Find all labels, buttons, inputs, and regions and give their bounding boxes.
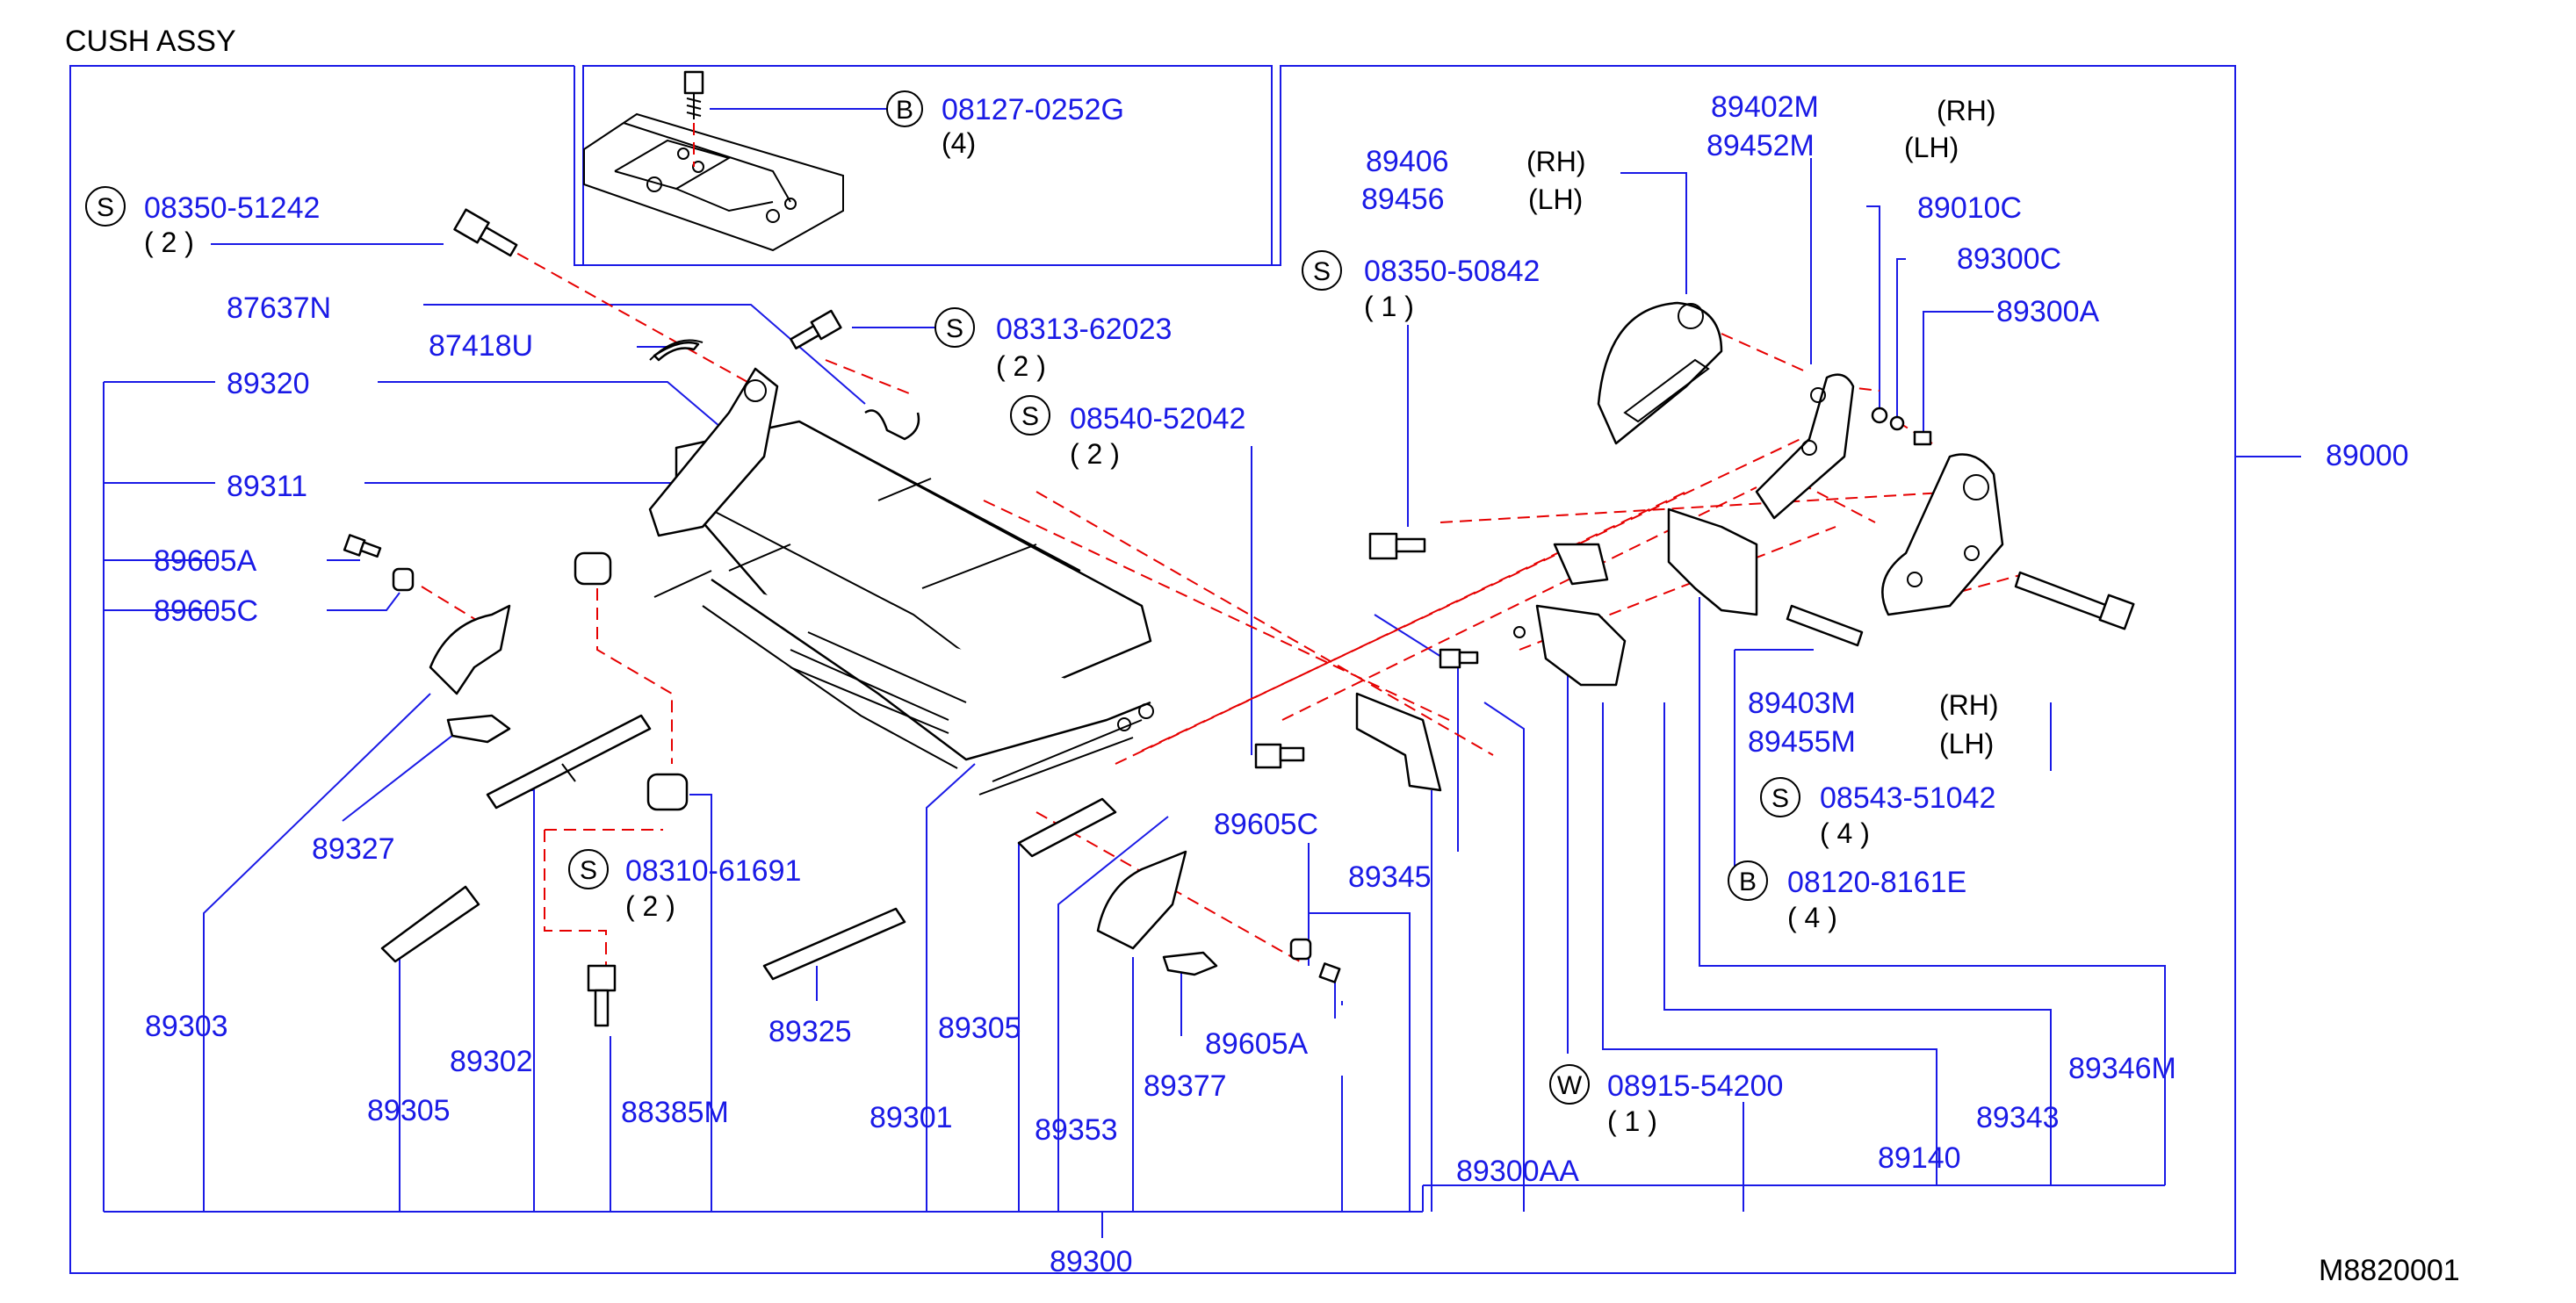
screw-symbol-icon bbox=[568, 849, 609, 889]
label-89301: 89301 bbox=[869, 1101, 953, 1134]
label-08310-61691: 08310-61691 bbox=[625, 854, 801, 888]
symbol-08350-51242: S bbox=[85, 186, 126, 227]
qty-08350-51242: ( 2 ) bbox=[144, 227, 194, 258]
label-89320: 89320 bbox=[227, 367, 310, 400]
label-08127-0252G: 08127-0252G bbox=[942, 93, 1124, 126]
label-89452M: 89452M bbox=[1707, 129, 1815, 162]
qty-08310-61691: ( 2 ) bbox=[625, 890, 675, 922]
inset-bracket-drawing bbox=[583, 70, 889, 252]
svg-text:S: S bbox=[1021, 402, 1039, 431]
label-89402M: 89402M bbox=[1711, 90, 1819, 124]
symbol-08120-8161E: B bbox=[1728, 860, 1768, 901]
label-89605C-right: 89605C bbox=[1214, 808, 1318, 841]
symbol-08540-52042: S bbox=[1010, 395, 1050, 436]
label-89403M: 89403M bbox=[1748, 687, 1856, 720]
svg-text:S: S bbox=[946, 314, 963, 343]
symbol-08350-50842: S bbox=[1302, 250, 1342, 291]
qty-08540-52042: ( 2 ) bbox=[1070, 438, 1120, 470]
side-89402M: (RH) bbox=[1937, 95, 1996, 126]
label-08543-51042: 08543-51042 bbox=[1820, 781, 1995, 815]
side-89452M: (LH) bbox=[1904, 132, 1959, 163]
qty-08915-54200: ( 1 ) bbox=[1607, 1105, 1657, 1137]
symbol-08915-54200: W bbox=[1549, 1064, 1590, 1105]
svg-text:W: W bbox=[1557, 1071, 1583, 1100]
label-08120-8161E: 08120-8161E bbox=[1787, 866, 1966, 899]
label-89327: 89327 bbox=[312, 832, 395, 866]
assembly-dashed-lines bbox=[421, 243, 2021, 975]
label-89455M: 89455M bbox=[1748, 725, 1856, 759]
label-89311: 89311 bbox=[227, 470, 307, 503]
screw-symbol-icon bbox=[1302, 250, 1342, 291]
label-89377: 89377 bbox=[1144, 1069, 1227, 1103]
label-89346M: 89346M bbox=[2068, 1052, 2176, 1085]
label-89456: 89456 bbox=[1361, 183, 1445, 216]
bolt-symbol-icon bbox=[1728, 860, 1768, 901]
diagram-code: M8820001 bbox=[2319, 1254, 2460, 1287]
svg-text:S: S bbox=[1313, 257, 1331, 286]
label-89345: 89345 bbox=[1348, 860, 1432, 894]
symbol-08310-61691: S bbox=[568, 849, 609, 889]
qty-08127-0252G: (4) bbox=[942, 127, 976, 159]
label-89302: 89302 bbox=[450, 1045, 533, 1078]
label-89300A: 89300A bbox=[1996, 295, 2100, 328]
label-08350-50842: 08350-50842 bbox=[1364, 255, 1540, 288]
label-89000: 89000 bbox=[2326, 439, 2409, 472]
screw-symbol-icon bbox=[1010, 395, 1050, 436]
bolt-symbol-icon bbox=[886, 90, 923, 127]
label-89140: 89140 bbox=[1878, 1141, 1961, 1175]
label-89325: 89325 bbox=[768, 1015, 852, 1048]
label-89305-left: 89305 bbox=[367, 1094, 451, 1127]
label-87637N: 87637N bbox=[227, 292, 331, 325]
symbol-08543-51042: S bbox=[1760, 777, 1800, 817]
qty-08120-8161E: ( 4 ) bbox=[1787, 902, 1837, 933]
label-89605A-left: 89605A bbox=[154, 544, 257, 578]
parts-left bbox=[343, 208, 1341, 1027]
svg-text:S: S bbox=[580, 856, 597, 885]
side-89406: (RH) bbox=[1526, 146, 1586, 177]
svg-text:S: S bbox=[97, 193, 114, 222]
label-89353: 89353 bbox=[1035, 1113, 1118, 1147]
screw-symbol-icon bbox=[85, 186, 126, 227]
label-08313-62023: 08313-62023 bbox=[996, 313, 1172, 346]
label-89406: 89406 bbox=[1366, 145, 1449, 178]
qty-08313-62023: ( 2 ) bbox=[996, 350, 1046, 382]
side-89456: (LH) bbox=[1528, 184, 1583, 215]
side-89403M: (RH) bbox=[1939, 689, 1999, 721]
label-89010C: 89010C bbox=[1917, 191, 2022, 225]
qty-08350-50842: ( 1 ) bbox=[1364, 291, 1414, 322]
svg-text:B: B bbox=[1739, 867, 1757, 896]
label-08540-52042: 08540-52042 bbox=[1070, 402, 1245, 436]
screw-symbol-icon bbox=[934, 307, 975, 348]
label-89305-mid: 89305 bbox=[938, 1011, 1021, 1045]
label-89605A-right: 89605A bbox=[1205, 1027, 1309, 1061]
qty-08543-51042: ( 4 ) bbox=[1820, 817, 1870, 849]
label-08350-51242: 08350-51242 bbox=[144, 191, 320, 225]
screw-symbol-icon bbox=[1760, 777, 1800, 817]
diagram-title: CUSH ASSY bbox=[65, 25, 236, 58]
seat-cushion-frame bbox=[648, 367, 1154, 795]
label-88385M: 88385M bbox=[621, 1096, 729, 1129]
label-89605C-left: 89605C bbox=[154, 594, 258, 628]
parts-right bbox=[1355, 301, 2135, 792]
inset-bolt-callout: B 08127-0252G (4) bbox=[886, 90, 1124, 159]
label-89300C: 89300C bbox=[1957, 242, 2061, 276]
symbol-08313-62023: S bbox=[934, 307, 975, 348]
label-89303: 89303 bbox=[145, 1010, 228, 1043]
label-08915-54200: 08915-54200 bbox=[1607, 1069, 1783, 1103]
label-89300: 89300 bbox=[1050, 1245, 1133, 1278]
label-89343: 89343 bbox=[1976, 1101, 2060, 1134]
svg-text:S: S bbox=[1771, 784, 1789, 813]
part-labels: 89406 (RH) 89456 (LH) 89402M (RH) 89452M… bbox=[144, 90, 2409, 1278]
side-89455M: (LH) bbox=[1939, 728, 1994, 759]
label-89300AA: 89300AA bbox=[1456, 1155, 1579, 1188]
washer-symbol-icon bbox=[1549, 1064, 1590, 1105]
svg-text:B: B bbox=[896, 96, 913, 125]
label-87418U: 87418U bbox=[429, 329, 533, 363]
